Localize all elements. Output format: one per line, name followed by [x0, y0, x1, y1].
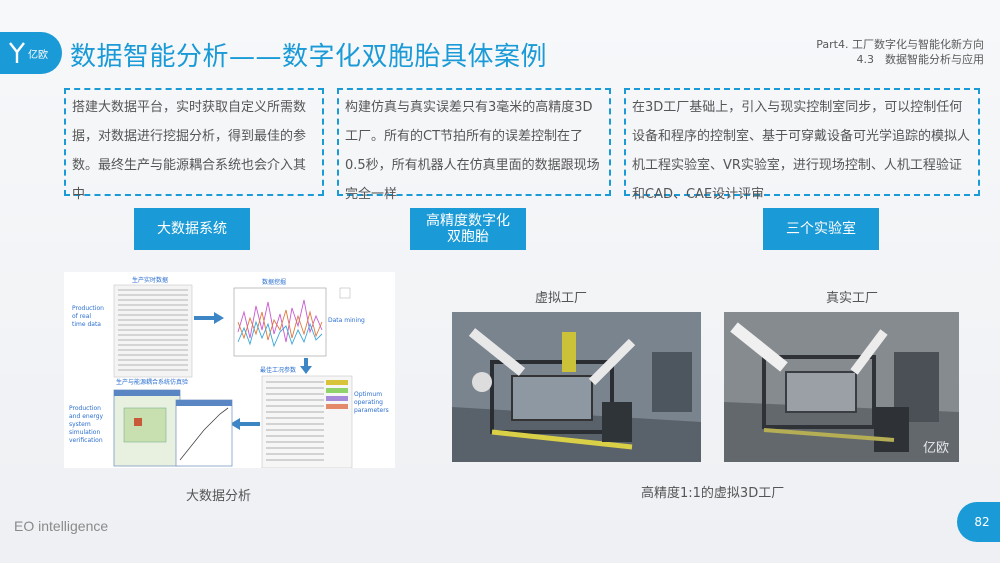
virtual-factory-image: [452, 312, 701, 462]
label-sim-1: Production: [69, 405, 101, 412]
caption-real-factory: 真实工厂: [826, 291, 879, 306]
eo-logo-icon: 亿欧: [9, 42, 48, 63]
page-title: 数据智能分析——数字化双胞胎具体案例: [70, 42, 548, 72]
real-factory-image: 亿欧: [724, 312, 959, 462]
desc-text: 在3D工厂基础上，引入与现实控制室同步，可以控制任何设备和程序的控制室、基于可穿…: [632, 100, 971, 202]
label-sim-2: and energy: [69, 413, 104, 420]
caption-3d-factory: 高精度1:1的虚拟3D工厂: [641, 486, 785, 501]
label-realtime-2: of real: [72, 313, 91, 320]
label-optimum-3: parameters: [354, 407, 389, 414]
label-realtime-1: Production: [72, 305, 104, 312]
desc-text: 构建仿真与真实误差只有3毫米的高精度3D工厂。所有的CT节拍所有的误差控制在了0…: [345, 100, 600, 202]
label-sim-3: system: [69, 421, 91, 428]
label-realtime-3: time data: [72, 321, 101, 328]
footer-brand: EO intelligence: [14, 518, 109, 534]
caption-big-data-analysis: 大数据分析: [186, 489, 252, 504]
diagram-title-realtime: 生产实时数据: [132, 276, 168, 284]
tag-digital-twin: 高精度数字化 双胞胎: [410, 208, 526, 250]
diagram-title-params: 最佳工况参数: [260, 366, 296, 374]
section-line: 4.3 数据智能分析与应用: [856, 53, 985, 66]
big-data-diagram: 生产实时数据 Production of real time data 数据挖掘…: [64, 272, 395, 468]
tag-big-data-system: 大数据系统: [134, 208, 250, 250]
label-sim-5: verification: [69, 437, 103, 444]
label-sim-4: simulation: [69, 429, 100, 436]
diagram-title-sim: 生产与能源耦合系统仿真验: [116, 378, 188, 386]
desc-box-digital-twin: 构建仿真与真实误差只有3毫米的高精度3D工厂。所有的CT节拍所有的误差控制在了0…: [337, 88, 611, 202]
desc-box-big-data: 搭建大数据平台，实时获取自定义所需数据，对数据进行挖掘分析，得到最佳的参数。最终…: [64, 88, 324, 202]
label-optimum-2: operating: [354, 399, 383, 406]
page-number: 82: [957, 502, 1000, 542]
caption-virtual-factory: 虚拟工厂: [535, 291, 588, 306]
tag-line: 双胞胎: [447, 229, 489, 245]
label-data-mining: Data mining: [328, 317, 365, 324]
tag-three-labs: 三个实验室: [763, 208, 879, 250]
part-line: Part4. 工厂数字化与智能化新方向: [816, 38, 984, 51]
section-breadcrumb: Part4. 工厂数字化与智能化新方向 4.3 数据智能分析与应用: [816, 37, 984, 67]
label-optimum-1: Optimum: [354, 391, 382, 398]
logo-text: 亿欧: [28, 48, 48, 61]
desc-box-labs: 在3D工厂基础上，引入与现实控制室同步，可以控制任何设备和程序的控制室、基于可穿…: [624, 88, 980, 202]
tag-line: 高精度数字化: [426, 213, 510, 229]
diagram-title-data: 数据挖掘: [262, 278, 286, 286]
desc-text: 搭建大数据平台，实时获取自定义所需数据，对数据进行挖掘分析，得到最佳的参数。最终…: [72, 100, 307, 202]
eo-logo: 亿欧: [0, 32, 62, 74]
watermark-logo: 亿欧: [922, 441, 949, 456]
